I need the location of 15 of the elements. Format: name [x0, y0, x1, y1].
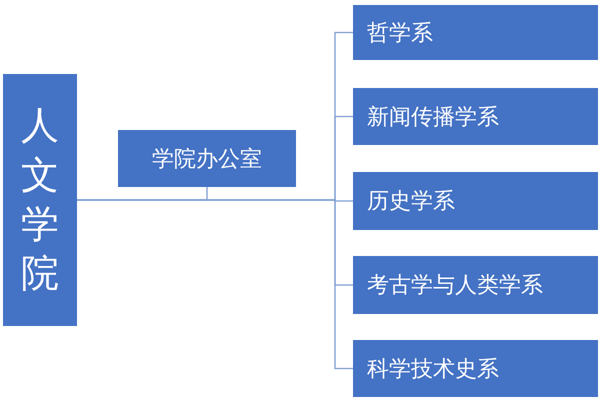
node-label: 人文学院 — [21, 102, 59, 298]
node-label: 学院办公室 — [152, 146, 262, 174]
college-box — [3, 74, 77, 326]
connector-line — [77, 199, 353, 370]
node-label: 科学技术史系 — [367, 356, 499, 384]
node-label: 哲学系 — [367, 20, 433, 48]
department-box — [353, 172, 598, 230]
office-box — [118, 130, 296, 187]
node-label: 考古学与人类学系 — [367, 272, 543, 300]
node-label: 历史学系 — [367, 188, 455, 216]
department-box — [353, 5, 598, 60]
department-box — [353, 256, 598, 314]
department-box — [353, 88, 598, 145]
department-box — [353, 340, 598, 397]
node-label: 新闻传播学系 — [367, 104, 499, 132]
